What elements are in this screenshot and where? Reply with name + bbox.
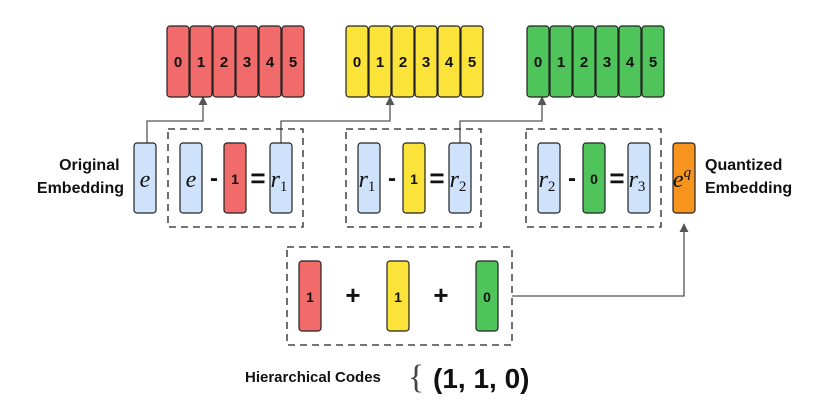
- codebook-cell-label: 2: [399, 54, 407, 71]
- step-input-vector: [357, 142, 381, 214]
- step-input-vector: [179, 142, 203, 214]
- step-residual-symbol: r1: [271, 167, 288, 195]
- codebook-cell: [549, 25, 573, 98]
- step-residual-symbol: r3: [629, 167, 646, 195]
- arrow-sum-to-quantized: [512, 223, 689, 297]
- codebook-cell: [437, 25, 461, 98]
- step-frame: [167, 128, 304, 228]
- quantized-embedding-vector: [672, 142, 696, 214]
- residual-step-3: r2 - 0 = r3: [525, 128, 662, 228]
- codebook-cell: [526, 25, 550, 98]
- codebook-cell-label: 3: [243, 54, 251, 71]
- step-code-vector: [223, 142, 247, 214]
- codebook-cell: [595, 25, 619, 98]
- step-code-vector: [582, 142, 606, 214]
- residual-step-1: e - 1 = r1: [167, 128, 304, 228]
- step-code-label: 0: [590, 171, 598, 187]
- codebook-cell: [189, 25, 213, 98]
- codebook-cell-label: 5: [649, 54, 657, 71]
- sum-frame: [286, 246, 513, 346]
- step-input-symbol: e: [186, 167, 197, 193]
- equals-sign: =: [609, 163, 624, 193]
- codebook-cell-label: 1: [557, 54, 565, 71]
- embedding-symbol: e: [140, 167, 151, 193]
- sum-code-label: 0: [483, 289, 491, 305]
- codebook-cell-label: 0: [353, 54, 361, 71]
- codebook-cell: [281, 25, 305, 98]
- original-embedding-vector: [133, 142, 157, 214]
- step-frame: [345, 128, 482, 228]
- codebook-cell-label: 4: [445, 54, 454, 71]
- plus-sign: +: [433, 280, 448, 310]
- step-code-label: 1: [231, 171, 239, 187]
- codebook-cell: [572, 25, 596, 98]
- residual-step-2: r1 - 1 = r2: [345, 128, 482, 228]
- plus-sign: +: [345, 280, 360, 310]
- step-input-vector: [537, 142, 561, 214]
- codebook-cell-label: 4: [266, 54, 275, 71]
- arrow-e-to-codebook-1: [146, 96, 208, 143]
- quantized-embedding-label: Quantized Embedding: [705, 157, 792, 197]
- codebook-cell-label: 5: [289, 54, 297, 71]
- codebook-1: 0 1 2 3 4 5: [166, 25, 305, 98]
- codebook-2: 0 1 2 3 4 5: [345, 25, 484, 98]
- arrow-r2-to-codebook-3: [459, 96, 547, 143]
- step-residual-symbol: r2: [450, 167, 467, 195]
- codebook-cell: [212, 25, 236, 98]
- codebook-cell: [414, 25, 438, 98]
- sum-code-vector: [386, 260, 410, 332]
- brace-glyph: {: [408, 359, 424, 396]
- codebook-cell-label: 5: [468, 54, 476, 71]
- codebook-cell: [618, 25, 642, 98]
- step-code-label: 1: [410, 171, 418, 187]
- step-residual-vector: [448, 142, 472, 214]
- minus-sign: -: [388, 165, 396, 192]
- codebook-cell-label: 3: [422, 54, 430, 71]
- codebook-cell-label: 2: [580, 54, 588, 71]
- step-residual-vector: [627, 142, 651, 214]
- code-sum: 1 + 1 + 0: [286, 246, 513, 346]
- codebook-group: 0 1 2 3 4 5 0 1 2 3 4 5: [166, 25, 665, 98]
- arrow-r1-to-codebook-2: [280, 96, 395, 143]
- step-input-symbol: r1: [359, 167, 376, 195]
- codebook-cell: [345, 25, 369, 98]
- sum-code-vector: [475, 260, 499, 332]
- codebook-cell: [641, 25, 665, 98]
- codebook-3: 0 1 2 3 4 5: [526, 25, 665, 98]
- codebook-cell: [368, 25, 392, 98]
- step-code-vector: [402, 142, 426, 214]
- codebook-cell-label: 1: [197, 54, 205, 71]
- minus-sign: -: [210, 165, 218, 192]
- hierarchical-codes-label: Hierarchical Codes: [245, 369, 381, 386]
- codebook-cell-label: 4: [626, 54, 635, 71]
- equals-sign: =: [429, 163, 444, 193]
- step-frame: [525, 128, 662, 228]
- codebook-cell: [391, 25, 415, 98]
- sum-code-label: 1: [306, 289, 314, 305]
- original-embedding-label: Original Embedding: [37, 157, 124, 197]
- minus-sign: -: [568, 165, 576, 192]
- codebook-cell-label: 2: [220, 54, 228, 71]
- step-input-symbol: r2: [539, 167, 556, 195]
- codebook-cell: [460, 25, 484, 98]
- step-residual-vector: [269, 142, 293, 214]
- hierarchical-codes-tuple: (1, 1, 0): [433, 363, 529, 394]
- quantized-symbol: eq: [673, 165, 692, 193]
- codebook-cell-label: 3: [603, 54, 611, 71]
- codebook-cell: [258, 25, 282, 98]
- codebook-cell-label: 1: [376, 54, 384, 71]
- sum-code-label: 1: [394, 289, 402, 305]
- connectors: [146, 96, 689, 297]
- codebook-cell: [235, 25, 259, 98]
- codebook-cell-label: 0: [174, 54, 182, 71]
- sum-code-vector: [298, 260, 322, 332]
- codebook-cell: [166, 25, 190, 98]
- codebook-cell-label: 0: [534, 54, 542, 71]
- equals-sign: =: [250, 163, 265, 193]
